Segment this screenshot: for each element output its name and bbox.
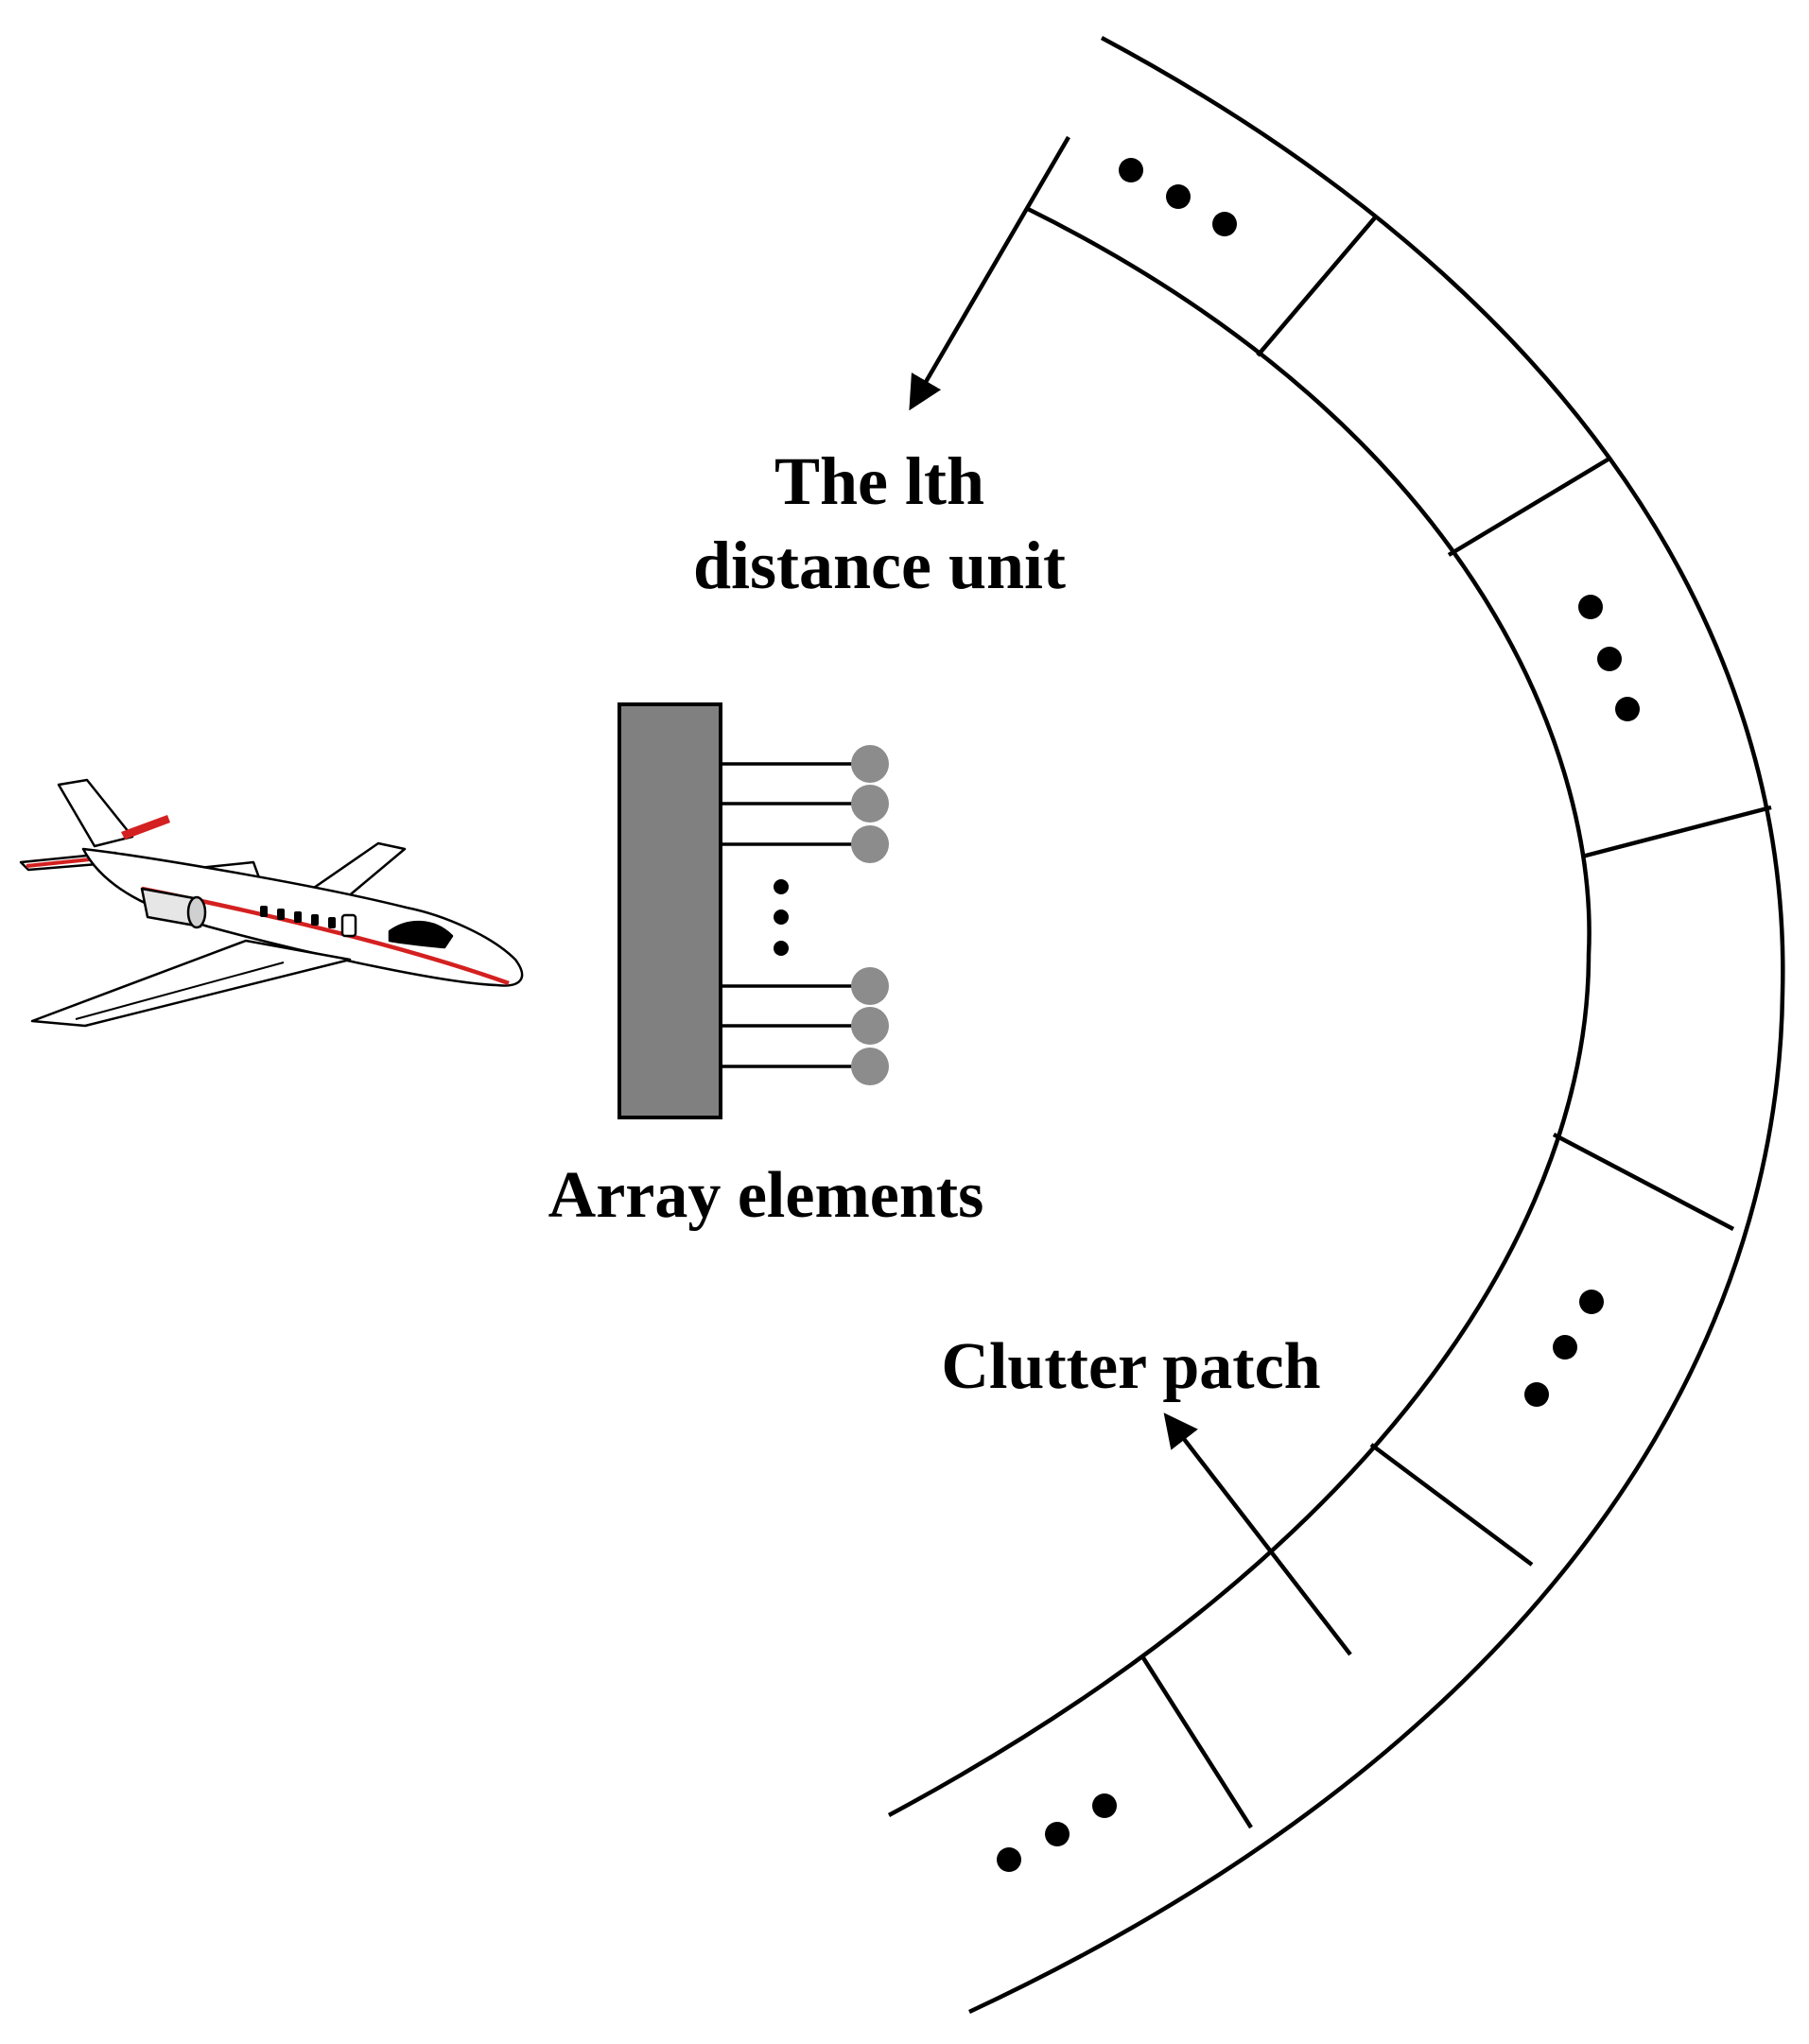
ellipsis-dot (1597, 647, 1622, 671)
ellipsis-dot (1092, 1793, 1117, 1818)
ellipsis-dot (1045, 1822, 1070, 1846)
ellipsis-dot (1615, 697, 1640, 721)
array-element (851, 825, 889, 863)
array-element (851, 967, 889, 1005)
patch-divider (1256, 215, 1378, 357)
ring-ellipsis-top (1119, 158, 1237, 236)
ring-outer-arc (968, 36, 1785, 2015)
ring-inner-arc (887, 205, 1592, 1817)
array-element (851, 1007, 889, 1045)
array-panel (617, 702, 722, 1119)
array-element (851, 1048, 889, 1085)
ring-ellipsis-lower-right (1524, 1290, 1604, 1407)
clutter-patch-arrow (1163, 1412, 1352, 1656)
array-ellipsis (774, 879, 789, 956)
airplane-near-wing (30, 939, 352, 1028)
patch-divider (1369, 1443, 1534, 1567)
ellipsis-dot (774, 909, 789, 925)
ellipsis-dot (997, 1847, 1021, 1872)
array-feed-lines (721, 762, 856, 1068)
distance-unit-label-line2: distance unit (693, 528, 1066, 603)
clutter-patch-label: Clutter patch (941, 1330, 1320, 1403)
array-elements-label: Array elements (548, 1159, 984, 1232)
ellipsis-dot (774, 879, 789, 894)
patch-divider (1140, 1654, 1253, 1829)
ellipsis-dot (1579, 1290, 1604, 1314)
ellipsis-dot (1119, 158, 1143, 182)
distance-unit-arrow (909, 135, 1070, 411)
array-element-dots (851, 745, 889, 1085)
ellipsis-dot (1524, 1382, 1549, 1407)
ring-ellipsis-upper-right (1578, 595, 1640, 721)
ellipsis-dot (1212, 212, 1237, 236)
airplane-cockpit (388, 920, 454, 949)
ring-ellipsis-bottom (997, 1793, 1117, 1872)
array-element (851, 745, 889, 783)
ellipsis-dot (1578, 595, 1603, 619)
array-element (851, 785, 889, 823)
airplane-door (340, 913, 357, 938)
ellipsis-dot (1166, 184, 1191, 209)
patch-divider (1447, 457, 1611, 557)
distance-unit-label-line1: The lth (774, 443, 984, 519)
ellipsis-dot (1553, 1335, 1577, 1360)
patch-divider (1552, 1133, 1735, 1231)
ellipsis-dot (774, 941, 789, 956)
airplane-tail-stripe (121, 815, 170, 840)
patch-divider (1581, 805, 1772, 859)
airplane-icon (19, 778, 524, 1028)
antenna-array (617, 702, 889, 1119)
airplane-windows (260, 906, 336, 928)
range-ring (887, 36, 1785, 2015)
patch-dividers (1140, 215, 1772, 1829)
airplane-tail-fin (57, 778, 134, 848)
